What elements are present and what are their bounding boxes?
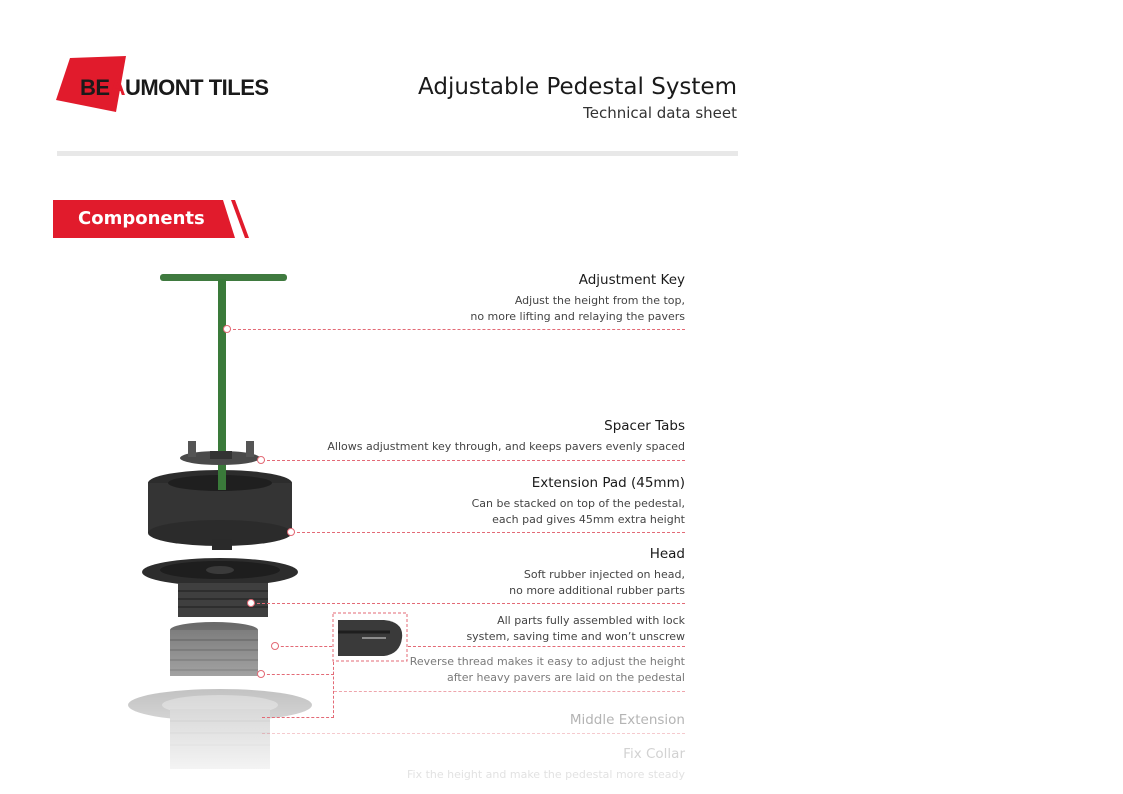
desc-reverse-thread-line1: Reverse thread makes it easy to adjust t… — [409, 655, 685, 668]
label-middle-extension: Middle Extension — [569, 712, 685, 728]
section-tab-background — [53, 200, 249, 238]
leader-line-reverse-thread-vertical — [333, 662, 334, 718]
desc-adjustment-key-line2: no more lifting and relaying the pavers — [470, 310, 685, 323]
desc-extension-pad-line1: Can be stacked on top of the pedestal, — [471, 497, 685, 510]
desc-adjustment-key-line1: Adjust the height from the top, — [514, 294, 685, 307]
brand-wordmark: BEAUMONT TILES — [80, 75, 269, 100]
label-extension-pad: Extension Pad (45mm) — [531, 475, 685, 491]
desc-reverse-thread-line2: after heavy pavers are laid on the pedes… — [447, 671, 685, 684]
leader-line-extension-pad — [292, 532, 685, 533]
leader-line-lock-system-right — [408, 646, 685, 647]
leader-line-reverse-thread — [262, 674, 334, 675]
desc-lock-system-line1: All parts fully assembled with lock — [497, 614, 685, 627]
leader-dot-spacer-tabs — [257, 456, 265, 464]
leader-line-adjustment-key — [228, 329, 685, 330]
header-divider — [57, 151, 738, 156]
desc-head-line1: Soft rubber injected on head, — [523, 568, 685, 581]
label-fix-collar: Fix Collar — [623, 746, 685, 762]
leader-dot-reverse-thread — [257, 670, 265, 678]
desc-spacer-tabs: Allows adjustment key through, and keeps… — [327, 440, 685, 453]
leader-line-head — [252, 603, 685, 604]
leader-line-reverse-thread-bottom — [262, 717, 334, 718]
label-spacer-tabs: Spacer Tabs — [604, 418, 685, 434]
desc-fix-collar: Fix the height and make the pedestal mor… — [406, 768, 685, 781]
desc-extension-pad-line2: each pad gives 45mm extra height — [492, 513, 685, 526]
page-subtitle: Technical data sheet — [583, 104, 737, 122]
label-head: Head — [649, 546, 685, 562]
leader-dot-head — [247, 599, 255, 607]
label-adjustment-key: Adjustment Key — [578, 272, 685, 288]
leader-line-middle-extension — [262, 733, 685, 734]
leader-dot-extension-pad — [287, 528, 295, 536]
leader-dot-adjustment-key — [223, 325, 231, 333]
leader-dot-lock-system — [271, 642, 279, 650]
leader-line-lock-system-left — [276, 646, 332, 647]
desc-head-line2: no more additional rubber parts — [509, 584, 685, 597]
page-title: Adjustable Pedestal System — [418, 74, 737, 100]
leader-line-spacer-tabs — [262, 460, 685, 461]
lock-system-detail-inset — [332, 612, 408, 662]
leader-line-reverse-thread-right — [334, 691, 685, 692]
brand-logo — [56, 56, 126, 112]
pedestal-exploded-illustration — [120, 274, 320, 794]
section-title: Components — [78, 208, 205, 229]
desc-lock-system-line2: system, saving time and won’t unscrew — [466, 630, 685, 643]
